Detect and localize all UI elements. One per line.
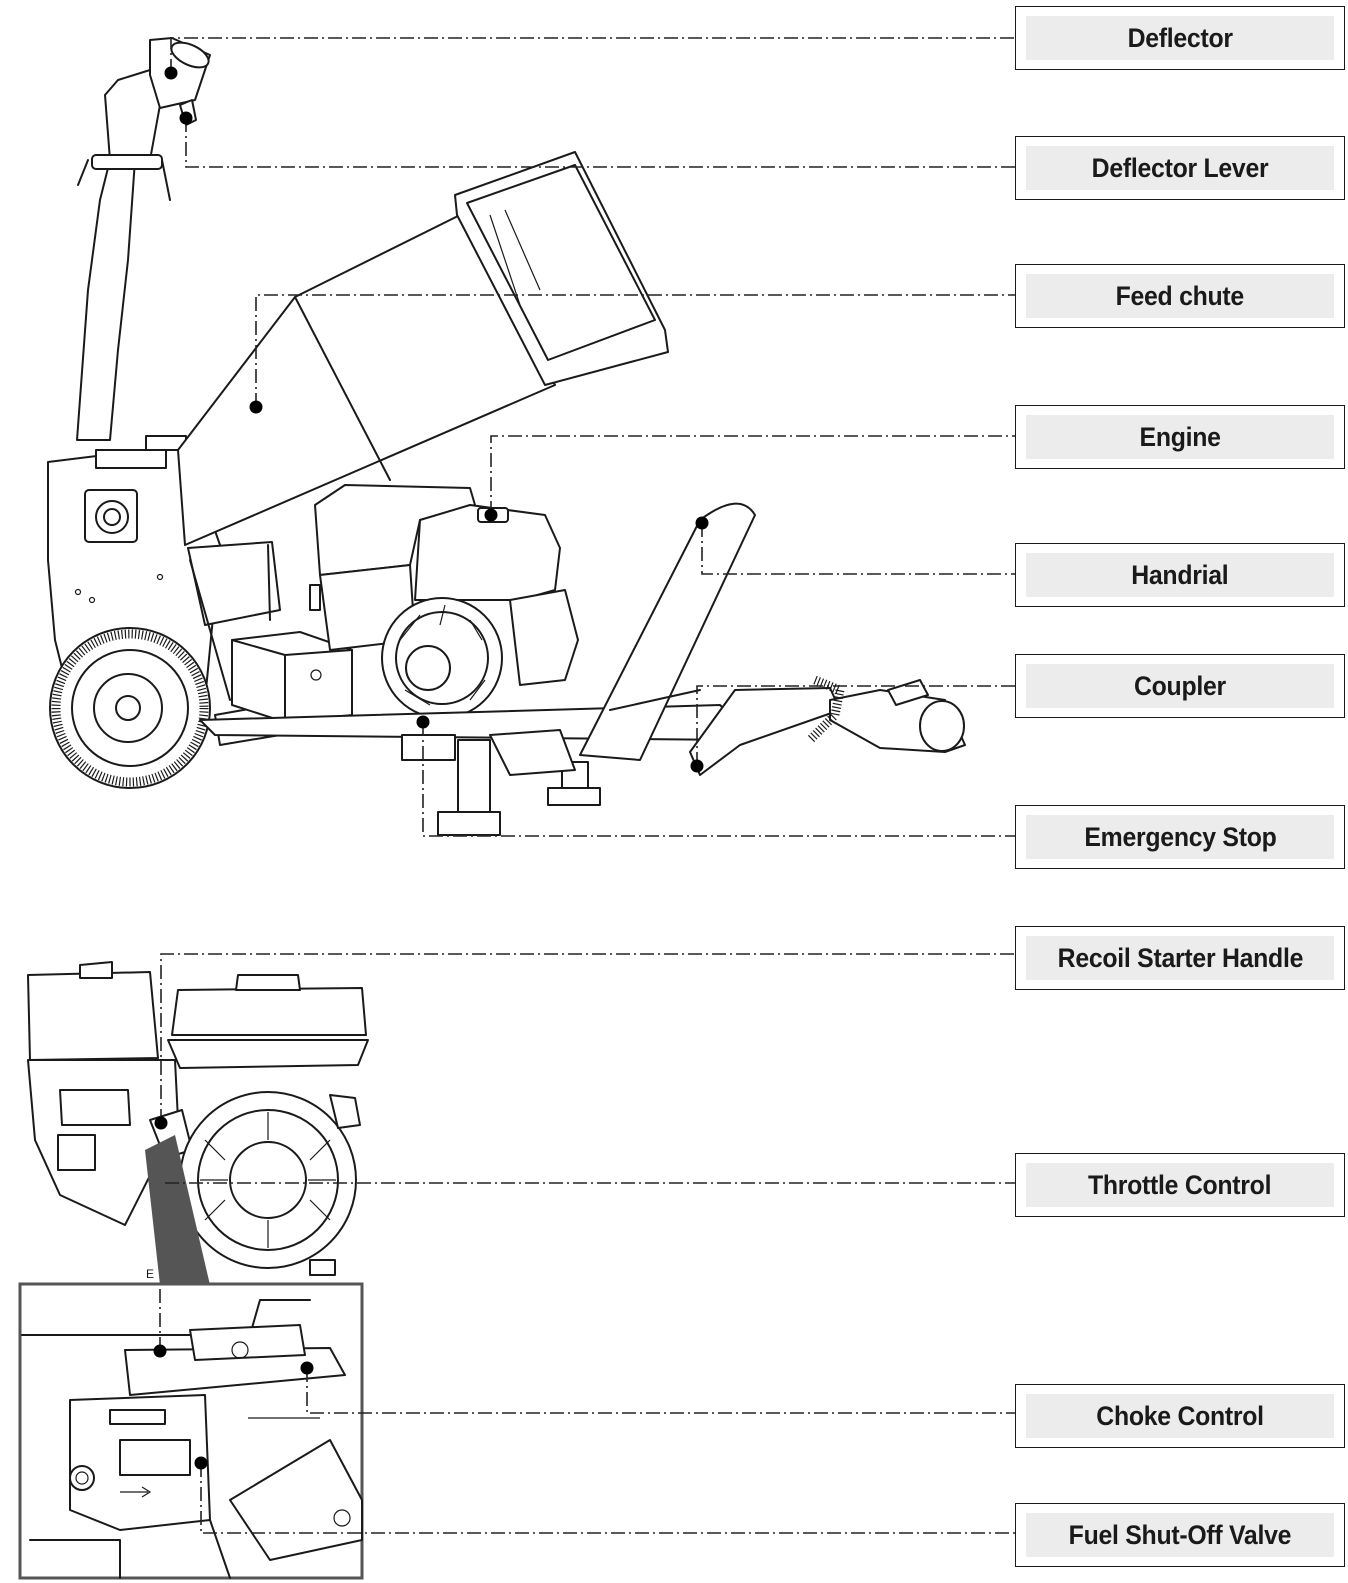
label-handrial: Handrial — [1015, 543, 1345, 607]
handrial-dot — [695, 516, 709, 530]
label-choke-control-text: Choke Control — [1096, 1400, 1264, 1431]
callout-dots — [153, 66, 709, 1470]
emergency-stop-dot — [416, 715, 430, 729]
label-fuel-shut-off-valve-text: Fuel Shut-Off Valve — [1068, 1519, 1292, 1550]
label-choke-control: Choke Control — [1015, 1384, 1345, 1448]
zoom-inset — [18, 1282, 364, 1580]
engine-side-view: E — [27, 961, 369, 1285]
choke-control-dot — [300, 1361, 314, 1375]
label-engine: Engine — [1015, 405, 1345, 469]
label-deflector-lever-text: Deflector Lever — [1091, 152, 1269, 183]
label-feed-chute-text: Feed chute — [1115, 280, 1245, 311]
label-throttle-control: Throttle Control — [1015, 1153, 1345, 1217]
deflector-dot — [164, 66, 178, 80]
deflector-lever-dot — [179, 111, 193, 125]
coupler-dot — [690, 759, 704, 773]
throttle-control-dot — [153, 1344, 167, 1358]
label-engine-text: Engine — [1139, 421, 1221, 452]
label-emergency-stop-text: Emergency Stop — [1083, 821, 1277, 852]
recoil-starter-dot — [154, 1116, 168, 1130]
engine-dot — [484, 508, 498, 522]
label-throttle-control-text: Throttle Control — [1088, 1169, 1272, 1200]
fuel-valve-dot — [194, 1456, 208, 1470]
label-recoil-starter-handle-text: Recoil Starter Handle — [1057, 942, 1303, 973]
label-coupler: Coupler — [1015, 654, 1345, 718]
wood-chipper-illustration — [47, 37, 966, 836]
label-feed-chute: Feed chute — [1015, 264, 1345, 328]
label-handrial-text: Handrial — [1131, 559, 1229, 590]
label-fuel-shut-off-valve: Fuel Shut-Off Valve — [1015, 1503, 1345, 1567]
label-deflector-text: Deflector — [1127, 22, 1233, 53]
feed-chute-dot — [249, 400, 263, 414]
label-emergency-stop: Emergency Stop — [1015, 805, 1345, 869]
label-recoil-starter-handle: Recoil Starter Handle — [1015, 926, 1345, 990]
label-coupler-text: Coupler — [1134, 670, 1226, 701]
leader-lines — [159, 37, 1015, 1534]
label-deflector-lever: Deflector Lever — [1015, 136, 1345, 200]
label-deflector: Deflector — [1015, 6, 1345, 70]
engine-letter-e: E — [146, 1267, 154, 1281]
